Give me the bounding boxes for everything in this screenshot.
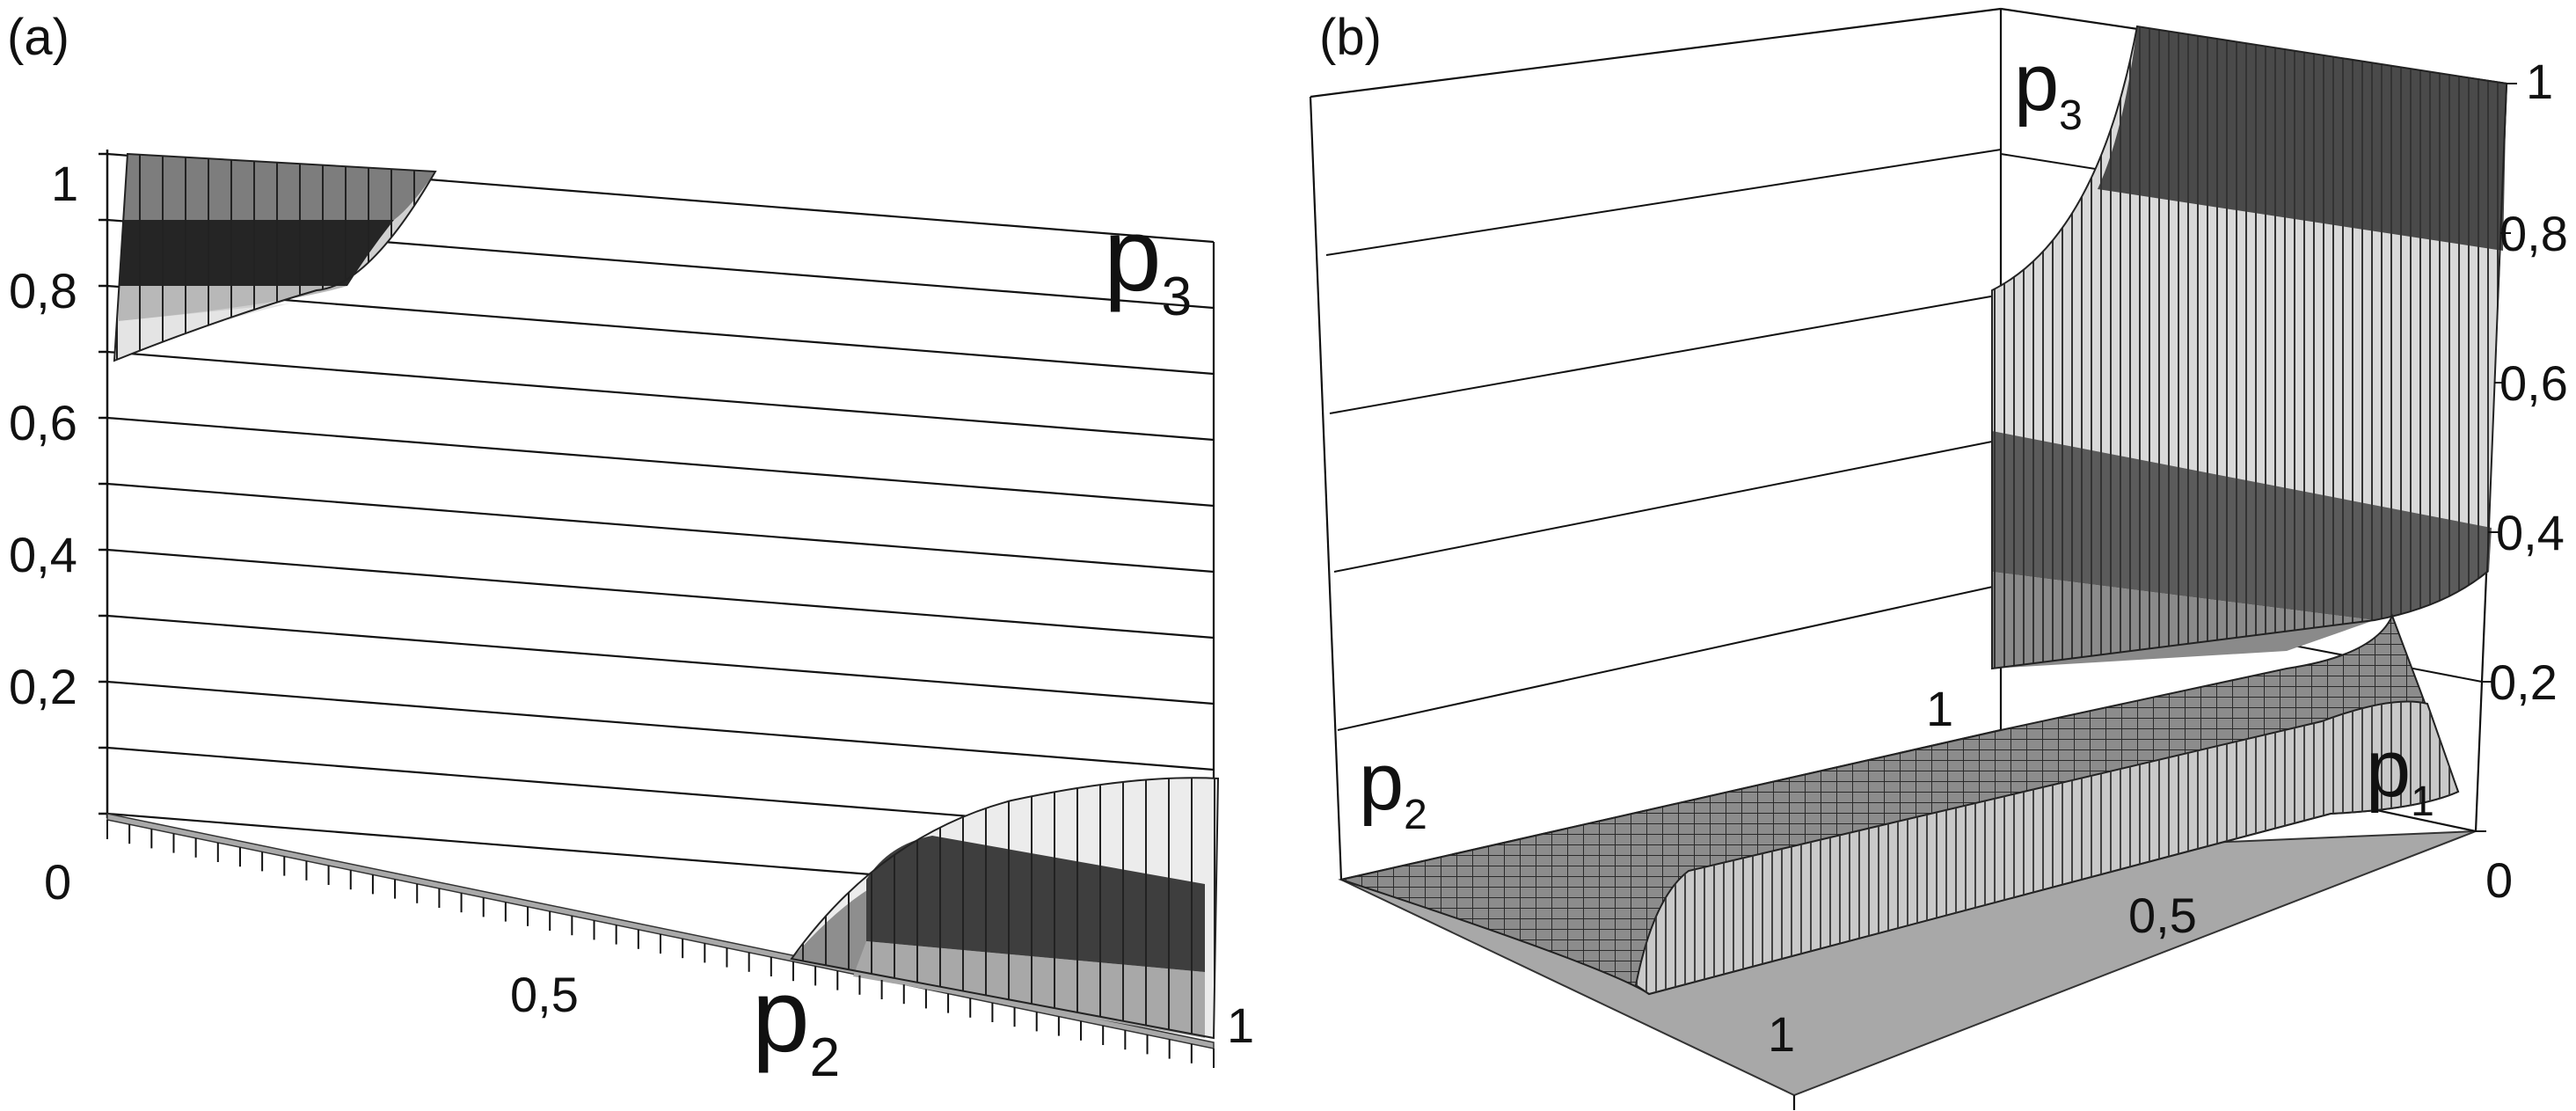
- panel-b-p1-tick-0.5: 0,5: [2128, 888, 2197, 943]
- panel-a-region-bottom-right: [790, 777, 1220, 1040]
- panel-a-p3-tick-0.4: 0,4: [9, 527, 77, 582]
- panel-a-p3-tick-1: 1: [51, 156, 78, 211]
- panel-b-p3-tick-0.4: 0,4: [2496, 505, 2565, 560]
- panel-a-p3-axis-name: p3: [1104, 197, 1192, 327]
- panel-b-p2-axis-name: p2: [1359, 737, 1427, 838]
- panel-b-floor-mesh-surface: [1338, 613, 2460, 996]
- panel-b-p1-axis-name: p1: [2366, 724, 2434, 825]
- panel-b-surface-plot: (b): [1309, 7, 2568, 1110]
- panel-b-p3-axis-name: p3: [2014, 38, 2083, 139]
- panel-a-surface-plot: (a): [7, 9, 1254, 1088]
- panel-b-p3-tick-0.2: 0,2: [2489, 654, 2558, 710]
- panel-b-label: (b): [1319, 9, 1382, 66]
- panel-a-p3-axis: [99, 150, 109, 818]
- panel-a-p3-tick-0.8: 0,8: [9, 263, 77, 318]
- panel-a-region-top-left: [113, 152, 437, 362]
- panel-b-left-wall-gridlines: [1325, 149, 2002, 731]
- panel-b-p3-tick-0.8: 0,8: [2499, 206, 2568, 261]
- panel-a-axis-names: p3 p2: [752, 197, 1192, 1088]
- panel-a-label: (a): [7, 9, 69, 66]
- panel-b-vertical-sheet: [1991, 25, 2508, 670]
- panel-a-p2-tick-1: 1: [1227, 998, 1254, 1053]
- panel-b-tick-labels: 1 0,8 0,6 0,4 0,2 0 1 0,5 1: [1768, 54, 2568, 1062]
- panel-b-p3-axis-ticks: [2476, 83, 2517, 832]
- panel-a-p3-tick-0.6: 0,6: [9, 395, 77, 450]
- panel-b-p1-tick-1: 1: [1768, 1006, 1795, 1062]
- panel-a-tick-labels: 1 0,8 0,6 0,4 0,2 0 0,5 1: [9, 156, 1254, 1053]
- panel-b-p2-tick-1: 1: [1926, 681, 1953, 736]
- panel-a-p2-axis-name: p2: [752, 958, 840, 1088]
- panel-b-p3-tick-0: 0: [2485, 852, 2513, 908]
- panel-b-p3-tick-0.6: 0,6: [2499, 355, 2568, 411]
- panel-a-p2-axis: [106, 820, 1215, 1068]
- panel-b-p3-tick-1: 1: [2526, 54, 2553, 109]
- panel-a-p3-tick-0: 0: [44, 854, 71, 910]
- panel-a-p3-tick-0.2: 0,2: [9, 659, 77, 714]
- panel-a-p2-tick-0.5: 0,5: [510, 967, 579, 1022]
- panel-b-axis-names: p3 p2 p1: [1359, 38, 2434, 838]
